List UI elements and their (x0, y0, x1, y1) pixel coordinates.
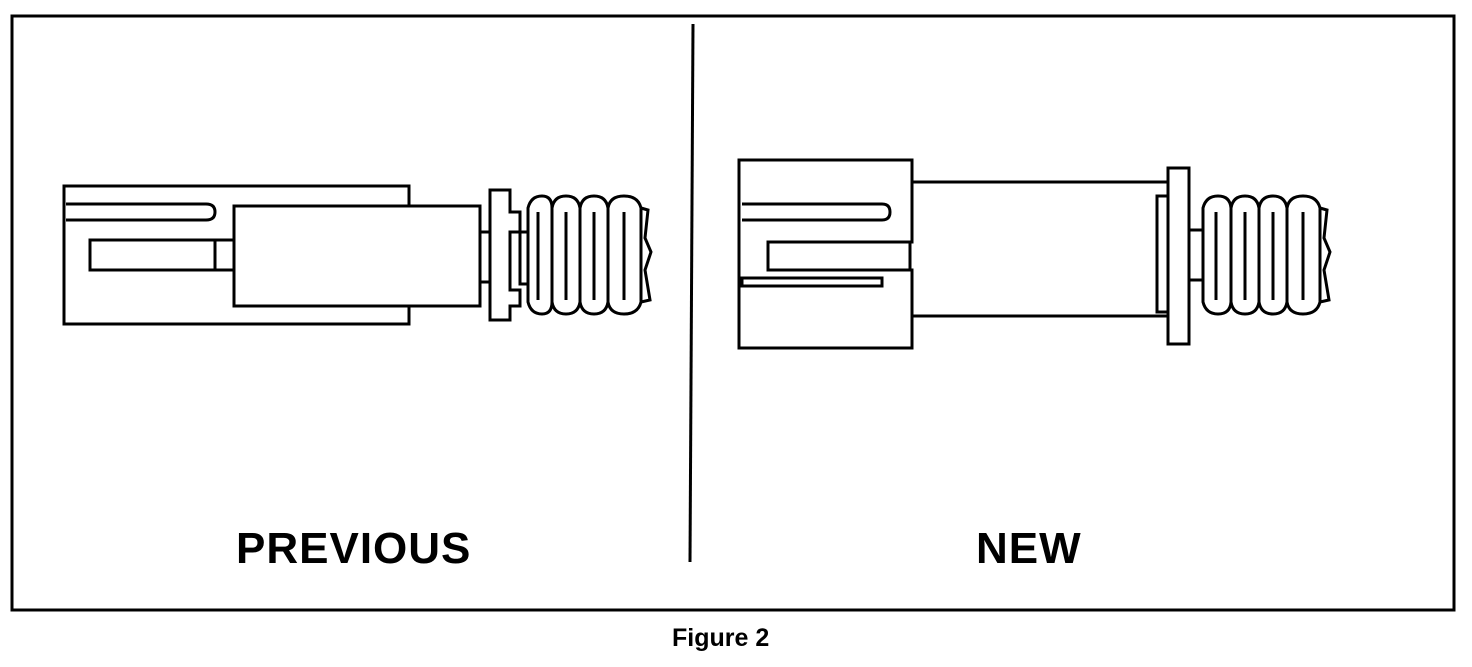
new-lower-slot (740, 276, 884, 288)
previous-top-slot (66, 202, 217, 222)
figure-caption: Figure 2 (672, 624, 770, 652)
new-body (908, 180, 1170, 318)
new-coil (1201, 194, 1332, 316)
new-label: NEW (976, 524, 1082, 573)
previous-part (62, 184, 653, 326)
new-shaft (1187, 228, 1205, 282)
new-flange (1166, 166, 1191, 346)
previous-coil (526, 194, 653, 316)
new-collar (1155, 194, 1170, 314)
new-top-slot (742, 202, 892, 222)
panel-divider (688, 23, 695, 563)
new-end-cap (737, 158, 914, 350)
previous-inner-body (232, 204, 482, 308)
previous-label: PREVIOUS (236, 524, 472, 573)
new-part (737, 158, 1332, 350)
previous-flange (488, 188, 522, 322)
figure-frame (10, 14, 1456, 612)
previous-lower-window (88, 238, 236, 272)
